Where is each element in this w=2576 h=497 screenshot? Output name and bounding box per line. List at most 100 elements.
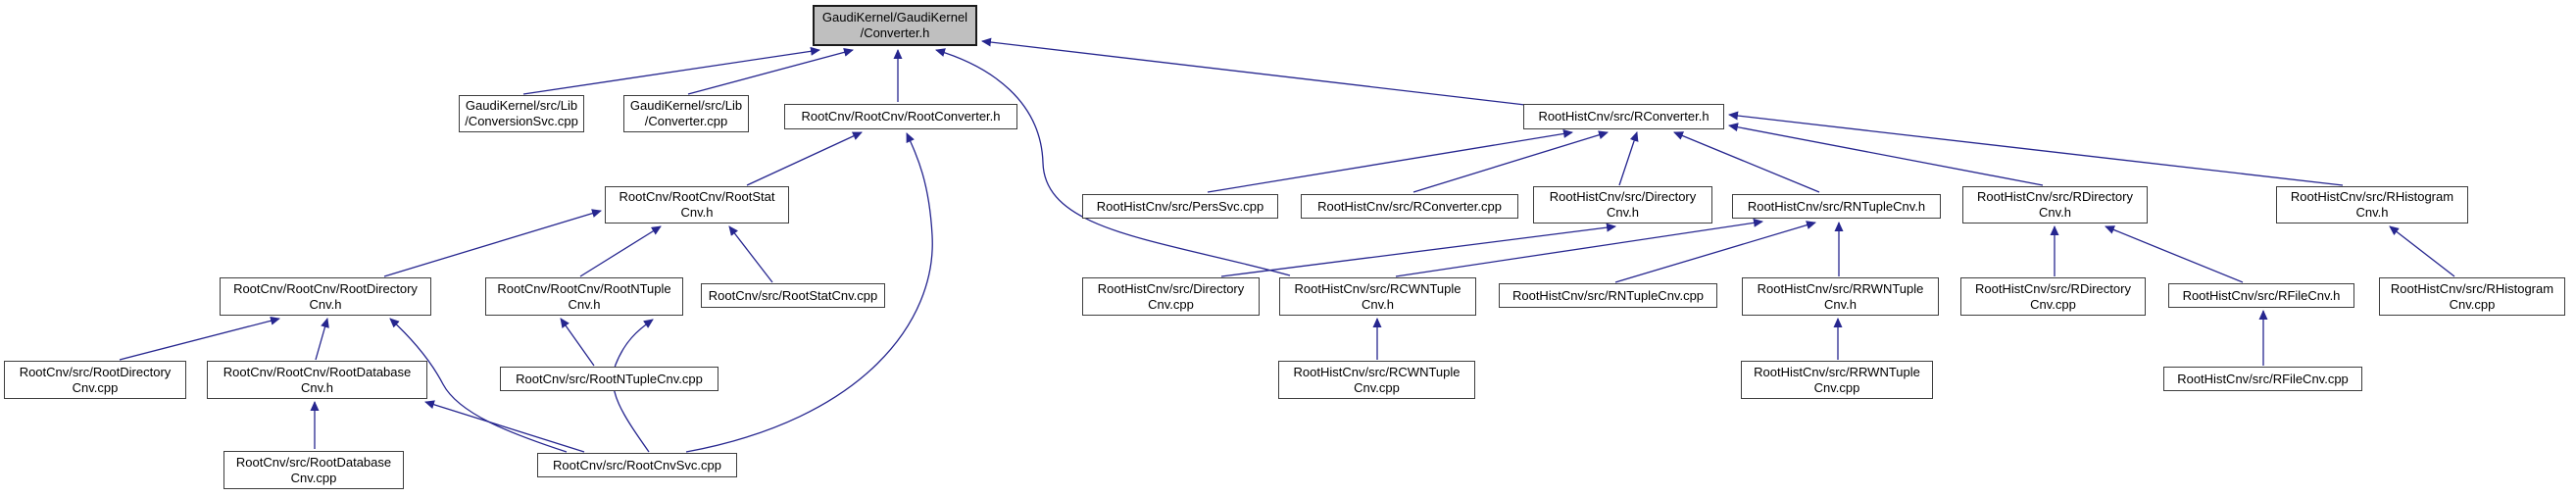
node-rdirectorycnv-h[interactable]: RootHistCnv/src/RDirectory Cnv.h: [1962, 186, 2148, 224]
node-label: Cnv.cpp: [1354, 379, 1400, 395]
node-label: Cnv.h: [1362, 296, 1394, 312]
node-rootstatcnv-h[interactable]: RootCnv/RootCnv/RootStat Cnv.h: [605, 186, 789, 224]
edge-rootcnvsvc-to-rootdirectory: [389, 318, 568, 453]
node-label: RootCnv/src/RootStatCnv.cpp: [708, 287, 878, 303]
edge-rootcnvsvc-to-rootdatabase: [424, 400, 585, 453]
node-rrwntuplecnv-cpp[interactable]: RootHistCnv/src/RRWNTuple Cnv.cpp: [1741, 361, 1933, 399]
node-label: RootHistCnv/src/RConverter.cpp: [1317, 198, 1502, 214]
node-rconverter-cpp[interactable]: RootHistCnv/src/RConverter.cpp: [1301, 194, 1518, 219]
node-label: RootHistCnv/src/RCWNTuple: [1294, 280, 1461, 296]
edge-rcwntuple-to-converter: [935, 48, 1291, 276]
node-label: RootHistCnv/src/RDirectory: [1977, 189, 2133, 204]
node-label: RootCnv/src/RootNTupleCnv.cpp: [516, 371, 703, 386]
edge-rcwntuple-to-rntuplecnv: [1395, 218, 1763, 277]
node-label: RootHistCnv/src/RNTupleCnv.cpp: [1511, 287, 1705, 303]
node-rootntuplecnv-cpp[interactable]: RootCnv/src/RootNTupleCnv.cpp: [500, 367, 718, 391]
node-label: RootCnv/RootCnv/RootStat: [619, 189, 775, 204]
node-label: /ConversionSvc.cpp: [465, 114, 578, 128]
node-label: RootHistCnv/src/RRWNTuple: [1754, 364, 1920, 379]
node-label: RootCnv/RootCnv/RootDatabase: [223, 364, 412, 379]
node-label: GaudiKernel/src/Lib: [465, 98, 578, 113]
node-rfilecnv-cpp[interactable]: RootHistCnv/src/RFileCnv.cpp: [2163, 367, 2362, 391]
node-converter-cpp[interactable]: GaudiKernel/src/Lib /Converter.cpp: [623, 95, 749, 132]
node-directorycnv-h[interactable]: RootHistCnv/src/Directory Cnv.h: [1533, 186, 1712, 224]
node-label: RootCnv/RootCnv/RootConverter.h: [801, 109, 1001, 124]
node-label: RootCnv/RootCnv/RootDirectory: [233, 280, 418, 296]
node-rootstatcnv-cpp[interactable]: RootCnv/src/RootStatCnv.cpp: [701, 283, 885, 308]
node-directorycnv-cpp[interactable]: RootHistCnv/src/Directory Cnv.cpp: [1082, 277, 1260, 316]
node-rootcnvsvc-cpp[interactable]: RootCnv/src/RootCnvSvc.cpp: [537, 453, 737, 477]
node-label: Cnv.h: [568, 296, 601, 312]
node-rfilecnv-h[interactable]: RootHistCnv/src/RFileCnv.h: [2168, 283, 2354, 308]
edge-rhistogramcpp-to-rhistogram: [2389, 225, 2455, 277]
node-label: Cnv.cpp: [1813, 379, 1860, 395]
node-label: RootCnv/src/RootDatabase: [235, 454, 392, 470]
node-rhistogramcnv-cpp[interactable]: RootHistCnv/src/RHistogram Cnv.cpp: [2379, 277, 2565, 316]
node-label: GaudiKernel/src/Lib: [629, 98, 743, 113]
node-label: RootCnv/src/RootCnvSvc.cpp: [553, 457, 721, 472]
node-conversionsvc-cpp[interactable]: GaudiKernel/src/Lib /ConversionSvc.cpp: [459, 95, 584, 132]
node-label: RootHistCnv/src/RFileCnv.h: [2182, 287, 2341, 303]
edge-rootdirectorycpp-to-rootdirectory: [119, 316, 280, 361]
edge-rhistogramcnv-to-rconverter: [1728, 111, 2344, 186]
node-rdirectorycnv-cpp[interactable]: RootHistCnv/src/RDirectory Cnv.cpp: [1960, 277, 2146, 316]
node-rootdirectorycnv-h[interactable]: RootCnv/RootCnv/RootDirectory Cnv.h: [220, 277, 431, 316]
node-label: /Converter.cpp: [644, 114, 728, 128]
node-converter-h[interactable]: GaudiKernel/GaudiKernel /Converter.h: [813, 5, 977, 46]
node-label: Cnv.h: [1607, 205, 1639, 220]
node-label: Cnv.h: [1824, 296, 1857, 312]
node-rntuplecnv-cpp[interactable]: RootHistCnv/src/RNTupleCnv.cpp: [1499, 283, 1717, 308]
node-label: RootHistCnv/src/Directory: [1549, 189, 1697, 204]
edge-rootntuplecpp-to-rootntuple: [560, 318, 595, 367]
node-rcwntuplecnv-cpp[interactable]: RootHistCnv/src/RCWNTuple Cnv.cpp: [1278, 361, 1475, 399]
node-label: Cnv.h: [2039, 205, 2071, 220]
node-label: RootHistCnv/src/RDirectory: [1975, 280, 2131, 296]
node-label: RootHistCnv/src/PersSvc.cpp: [1096, 198, 1264, 214]
edge-perssvc-to-rconverter: [1207, 129, 1573, 193]
node-rcwntuplecnv-h[interactable]: RootHistCnv/src/RCWNTuple Cnv.h: [1279, 277, 1476, 316]
node-label: RootHistCnv/src/Directory: [1097, 280, 1245, 296]
node-rhistogramcnv-h[interactable]: RootHistCnv/src/RHistogram Cnv.h: [2276, 186, 2468, 224]
edge-rootdirectory-to-rootstat: [383, 209, 602, 277]
node-rootntuplecnv-h[interactable]: RootCnv/RootCnv/RootNTuple Cnv.h: [485, 277, 683, 316]
node-label: RootCnv/src/RootDirectory: [19, 364, 172, 379]
node-label: Cnv.cpp: [2449, 296, 2496, 312]
node-rntuplecnv-h[interactable]: RootHistCnv/src/RNTupleCnv.h: [1732, 194, 1941, 219]
node-rrwntuplecnv-h[interactable]: RootHistCnv/src/RRWNTuple Cnv.h: [1742, 277, 1939, 316]
node-perssvc-cpp[interactable]: RootHistCnv/src/PersSvc.cpp: [1082, 194, 1278, 219]
node-label: Cnv.h: [309, 296, 342, 312]
node-label: /Converter.h: [860, 25, 930, 40]
node-rootconverter-h[interactable]: RootCnv/RootCnv/RootConverter.h: [784, 104, 1017, 129]
edge-rntuplecpp-to-rntuplecnv: [1614, 221, 1816, 283]
node-label: RootHistCnv/src/RHistogram: [2390, 280, 2554, 296]
edge-rfilecnv-to-rdirectory: [2105, 225, 2244, 283]
node-rootdirectorycnv-cpp[interactable]: RootCnv/src/RootDirectory Cnv.cpp: [4, 361, 186, 399]
node-rconverter-h[interactable]: RootHistCnv/src/RConverter.h: [1523, 104, 1724, 129]
node-label: RootHistCnv/src/RNTupleCnv.h: [1747, 198, 1926, 214]
node-rootdatabasecnv-h[interactable]: RootCnv/RootCnv/RootDatabase Cnv.h: [207, 361, 427, 399]
node-label: Cnv.cpp: [290, 470, 337, 485]
edge-rootcnvsvc-to-rootconverter: [685, 132, 933, 453]
edge-rootstatcpp-to-rootstat: [728, 225, 773, 283]
node-label: GaudiKernel/GaudiKernel: [821, 10, 968, 25]
node-label: Cnv.cpp: [72, 379, 119, 395]
edge-directorycnv-to-rconverter: [1618, 131, 1639, 186]
node-label: RootHistCnv/src/RHistogram: [2290, 189, 2454, 204]
node-label: RootCnv/RootCnv/RootNTuple: [497, 280, 671, 296]
edge-rconvertercpp-to-rconverter: [1412, 130, 1609, 193]
edge-directorycnvcpp-to-directorycnv: [1220, 223, 1616, 277]
edge-rconverter-to-converter: [981, 37, 1526, 106]
edge-rntuplecnv-to-rconverter: [1673, 131, 1820, 193]
edge-rootdatabase-to-rootdirectory: [315, 318, 329, 361]
node-label: RootHistCnv/src/RConverter.h: [1538, 109, 1709, 124]
node-rootdatabasecnv-cpp[interactable]: RootCnv/src/RootDatabase Cnv.cpp: [223, 451, 404, 489]
node-label: Cnv.h: [301, 379, 333, 395]
node-label: Cnv.cpp: [1148, 296, 1194, 312]
node-label: Cnv.h: [2355, 205, 2389, 220]
edge-rootstat-to-rootconverter: [746, 131, 863, 186]
node-label: RootHistCnv/src/RRWNTuple: [1757, 280, 1924, 296]
node-label: Cnv.h: [680, 205, 714, 220]
edge-convertercpp-to-converter: [687, 47, 854, 95]
